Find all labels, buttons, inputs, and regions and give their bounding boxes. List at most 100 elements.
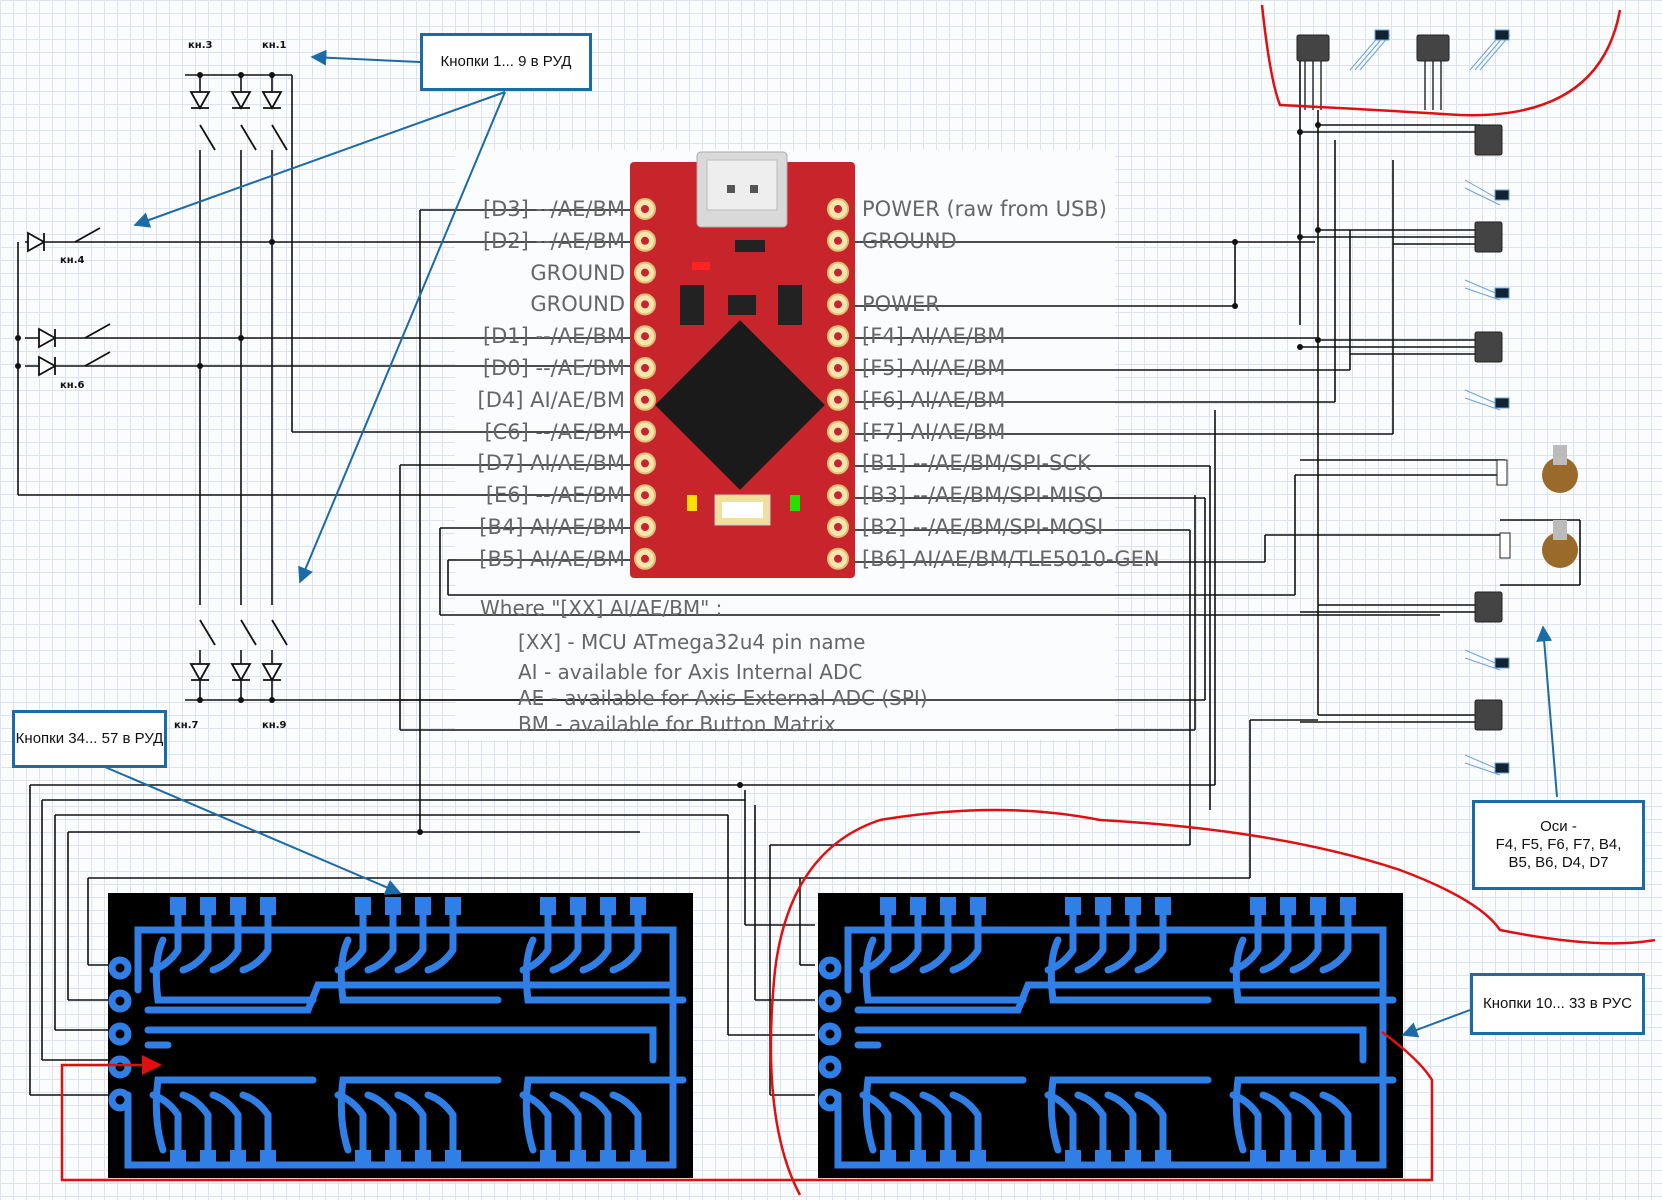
pin-hole-center [834,554,842,563]
red-boundaries [60,4,1656,1196]
pin-hole-center [641,459,649,468]
pcb-pad [540,897,556,915]
pcb-pad [630,1150,646,1168]
pcb-pad [1155,897,1171,915]
pin-label-left: [D3] --/AE/BM [482,197,625,221]
pin-label-right: [F7] AI/AE/BM [862,419,1006,444]
pcb-connector-pad [108,1022,132,1046]
pcb-pad [1340,897,1356,915]
callout-buttons-1-9: Кнопки 1... 9 в РУД [420,33,592,91]
wires [17,60,1581,1096]
pcb-pad [385,1150,401,1168]
pin-label-left: [B5] AI/AE/BM [479,546,625,571]
pcb-trace [337,1076,502,1154]
callout-buttons-34-57: Кнопки 34... 57 в РУД [12,710,167,768]
hall-sensor-legs [1304,61,1442,110]
pcb-pad [230,1150,246,1168]
pin-hole-center [834,523,842,531]
pcb-pad [1155,1150,1171,1168]
pin-hole-center [834,395,842,404]
pin-hole-center [641,427,649,436]
legend-line-pin-name: [XX] - MCU ATmega32u4 pin name [518,630,866,654]
pcb-pad [260,897,276,915]
pcb-connector-pad [818,1055,842,1079]
pcb-trace [239,901,272,974]
pin-label-right: [B1] --/AE/BM/SPI-SCK [862,451,1091,476]
pin-hole-center [641,491,649,500]
pcb-pad [1065,897,1081,915]
pcb-pad [570,897,586,915]
junction-dots [15,72,1321,835]
hall-sensors [1296,34,1503,731]
pcb-trace [549,1091,582,1164]
pin-label-right: POWER (raw from USB) [862,197,1107,221]
pcb-pad [600,897,616,915]
pcb-trace [1259,901,1292,974]
pin-label-right: [F5] AI/AE/BM [862,356,1006,380]
pcb-pad [1280,1150,1296,1168]
pcb-pad [445,897,461,915]
pin-label-right: [B6] AI/AE/BM/TLE5010-GEN [862,546,1160,571]
pcb-trace [1074,1091,1107,1164]
pcb-connector-pad [108,989,132,1013]
pcb-pad [630,897,646,915]
pcb-trace [239,1091,272,1164]
button-label-kn9: кн.9 [262,720,287,731]
pin-label-left: [E6] --/AE/BM [485,483,625,508]
pcb-trace [152,936,317,1004]
pin-hole-center [641,523,649,531]
pcb-trace [1074,901,1107,974]
legend-line-ai: AI - available for Axis Internal ADC [518,660,863,684]
pin-label-left: [D1] --/AE/BM [482,324,625,349]
pcb-pad [445,1150,461,1168]
pcb-trace [394,1091,427,1164]
button-label-kn6: кн.6 [60,380,85,391]
pin-hole-center [641,332,649,341]
pin-hole-center [641,300,649,309]
pin-hole-center [834,300,842,309]
pcb-connector-pad [108,1088,132,1112]
pcb-trace [579,1091,612,1164]
pin-hole-center [641,236,649,245]
pcb-pad [910,1150,926,1168]
pcb-pad [230,897,246,915]
button-label-kn3: кн.3 [188,40,213,51]
sensor-sketches [1349,29,1511,776]
pin-label-left: GROUND [530,292,625,317]
pcb-trace [152,1076,317,1154]
pcb-connector-pad [108,1055,132,1079]
pcb-trace [1259,1091,1292,1164]
pcb-trace [124,926,677,1169]
pcb-pad [200,1150,216,1168]
pcb-trace [949,1091,982,1164]
pcb-trace [364,901,397,974]
pcb-pad [1250,897,1266,915]
pcb-pad [1310,897,1326,915]
pcb-trace [1104,1091,1137,1164]
pin-hole-center [641,554,649,563]
pcb-trace [209,901,242,974]
pcb-pad [1280,897,1296,915]
pcb-pad [600,1150,616,1168]
pcb-trace [1134,901,1167,974]
pcb-pad [385,897,401,915]
pcb-trace [209,1091,242,1164]
pcb-trace [1047,936,1212,1004]
pcb-trace [1232,936,1397,1004]
pin-label-right: [F6] AI/AE/BM [862,387,1006,412]
pcb-trace [834,926,1387,1169]
pin-hole-center [834,427,842,436]
pcb-trace [179,1091,212,1164]
pin-hole-center [834,459,842,468]
pcb-pad [1065,1150,1081,1168]
pcb-connector-pad [818,989,842,1013]
switches [74,124,288,646]
pcb-connector-pad [818,1022,842,1046]
button-label-kn4: кн.4 [60,255,85,266]
pin-label-right: [B3] --/AE/BM/SPI-MISO [862,483,1104,508]
callout-buttons-10-33: Кнопки 10... 33 в РУС [1470,973,1645,1035]
pcb-pad [910,897,926,915]
pcb-pad [1125,1150,1141,1168]
pcb-trace [889,1091,922,1164]
